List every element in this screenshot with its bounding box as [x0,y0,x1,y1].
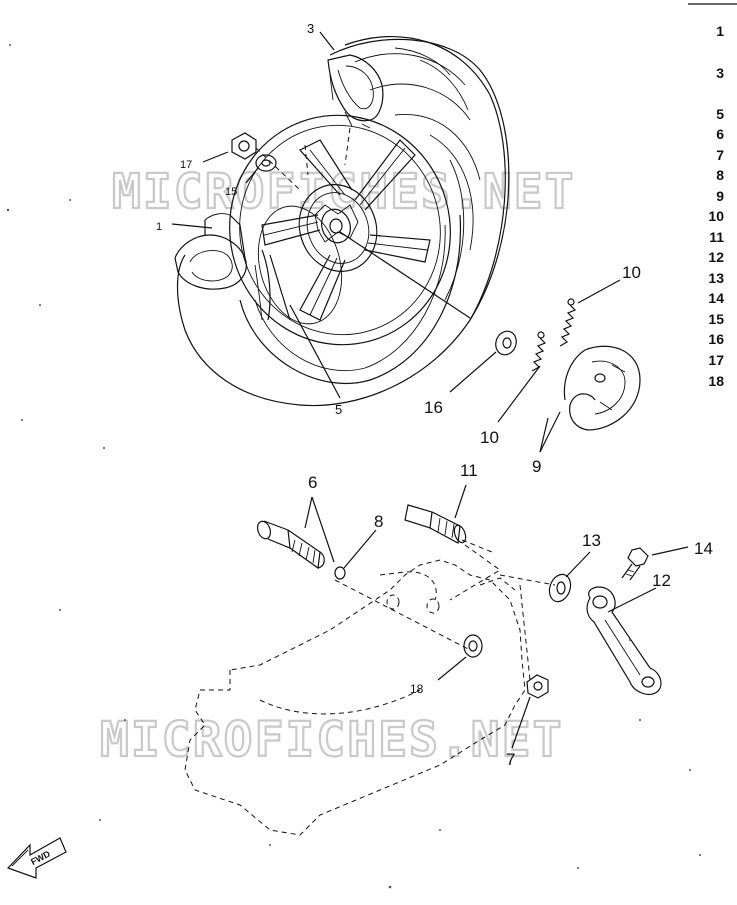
part-index-item: 10 [708,208,724,224]
callout-7: 7 [506,750,515,769]
callout-1: 1 [156,221,162,233]
callout-12: 12 [652,571,671,590]
callout-3: 3 [307,21,314,36]
callout-15: 15 [225,186,237,198]
part-index-item: 9 [716,188,724,204]
part-index-item: 14 [708,290,724,306]
fwd-label: FWD [29,848,52,867]
part-index-item: 15 [708,311,724,327]
watermark-bottom: MICROFICHES.NET [100,712,563,768]
lever-12 [586,586,662,695]
camshaft-6 [256,520,325,570]
print-specks [6,44,701,889]
part-index-item: 17 [708,352,724,368]
seal-18 [463,634,483,658]
nut-axis-line [255,147,301,191]
callout-labels: 3 1 17 15 5 10 10 16 9 6 8 11 13 14 12 1… [156,21,713,769]
part-index-item: 5 [716,106,724,122]
part-index-item: 3 [716,65,724,81]
callout-11: 11 [460,461,478,480]
callout-6: 6 [308,473,317,492]
watermark-top: MICROFICHES.NET [112,164,575,220]
collar-16 [495,330,517,356]
nut-7 [526,674,549,699]
callout-8: 8 [374,512,383,531]
spring-10-lower [531,331,547,372]
fwd-arrow-icon: FWD [6,837,67,879]
callout-13: 13 [582,531,601,550]
callout-14: 14 [694,539,713,558]
wheel-assembly [174,35,510,407]
tire-outline [176,38,510,407]
callout-17: 17 [180,159,192,171]
callout-9: 9 [532,457,541,476]
callout-10-lower: 10 [480,428,499,447]
part-index-item: 11 [709,229,724,245]
indicator-shaft-11 [404,504,467,544]
bolt-14 [621,547,649,581]
axle-centerline [339,231,471,319]
washer-15 [255,154,277,172]
part-index-item: 16 [708,331,724,347]
spring-10-upper [559,298,577,347]
leader-lines [171,31,689,749]
callout-10-upper: 10 [622,263,641,282]
part-index-item: 18 [708,373,724,389]
oring-8 [334,566,346,580]
part-index-item: 12 [708,249,724,265]
part-index-item: 13 [708,270,724,286]
part-index-item: 8 [716,167,724,183]
callout-16: 16 [424,398,443,417]
part-index-item: 1 [716,23,724,39]
part-index-item: 6 [716,126,724,142]
callout-18: 18 [410,682,424,696]
brake-shoe-9 [563,345,641,431]
callout-5: 5 [335,402,342,417]
crankcase-outline [184,544,556,836]
part-index-item: 7 [716,147,724,163]
nut-17 [231,132,257,160]
washer-13 [548,573,572,603]
